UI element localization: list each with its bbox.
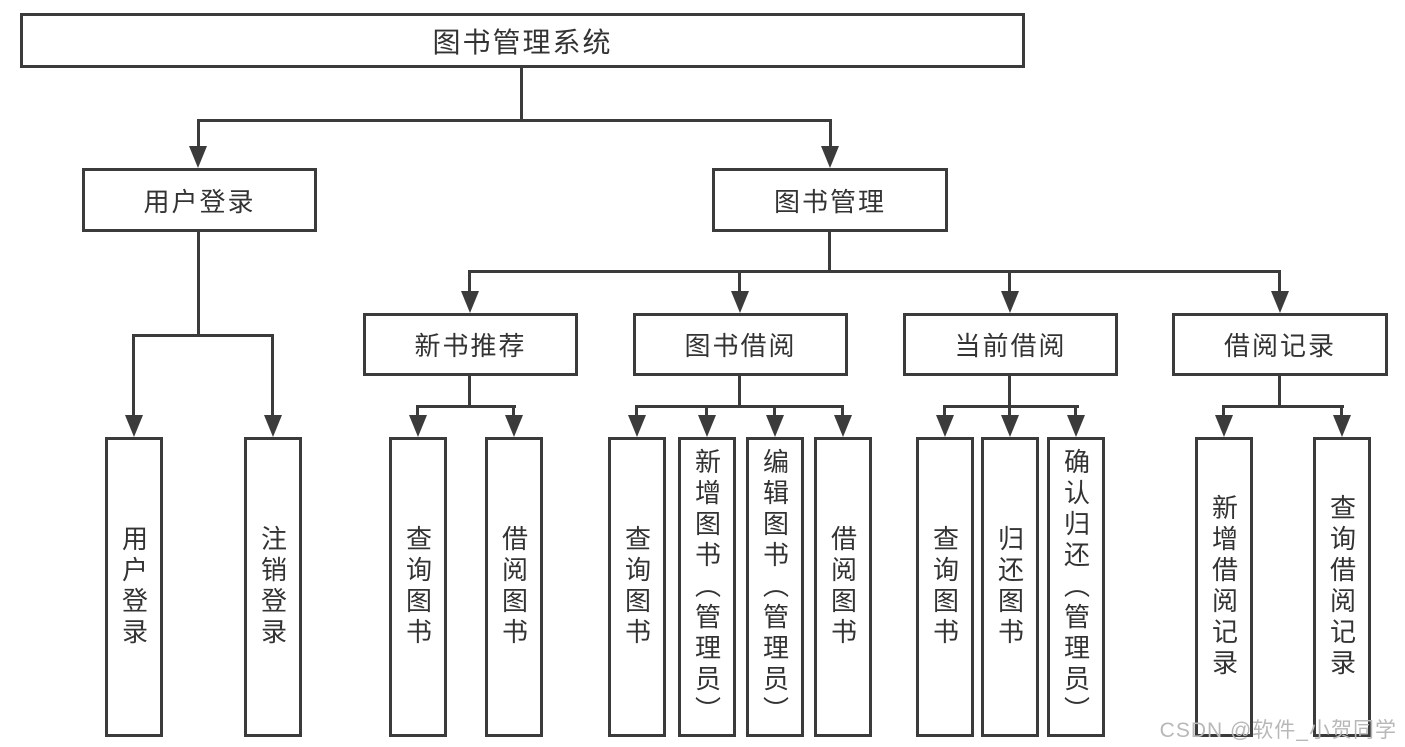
arrowhead-down-icon	[1067, 415, 1085, 437]
arrowhead-down-icon	[461, 291, 479, 313]
leaf-label: 查询图书	[402, 525, 433, 649]
node-label: 新书推荐	[414, 331, 527, 361]
node-label: 当前借阅	[954, 331, 1067, 361]
leaf-logout: 注销登录	[244, 437, 302, 737]
connector-line	[197, 119, 200, 148]
leaf-label: 编辑图书（管理员）	[759, 447, 790, 727]
arrowhead-down-icon	[505, 415, 523, 437]
csdn-watermark: CSDN @软件_小贺同学	[1159, 719, 1397, 742]
connector-line	[841, 405, 844, 416]
node-root: 图书管理系统	[20, 13, 1025, 68]
leaf-label: 新增图书（管理员）	[691, 447, 722, 727]
leaf-add-book-admin: 新增图书（管理员）	[678, 437, 736, 737]
arrowhead-down-icon	[1215, 415, 1233, 437]
leaf-query-books-recommend: 查询图书	[389, 437, 447, 737]
leaf-add-borrow-record: 新增借阅记录	[1195, 437, 1253, 737]
connector-line	[1278, 270, 1281, 291]
connector-line	[1008, 270, 1011, 291]
connector-line	[1222, 405, 1344, 408]
node-label: 图书管理系统	[432, 26, 613, 58]
node-book-management: 图书管理	[712, 168, 948, 232]
leaf-label: 注销登录	[257, 525, 288, 649]
arrowhead-down-icon	[766, 415, 784, 437]
arrowhead-down-icon	[834, 415, 852, 437]
arrowhead-down-icon	[125, 415, 143, 437]
connector-line	[416, 405, 516, 408]
connector-line	[828, 232, 831, 272]
connector-line	[520, 68, 523, 119]
connector-line	[1340, 405, 1343, 416]
connector-line	[132, 334, 274, 337]
node-new-book-recommend: 新书推荐	[363, 313, 578, 376]
connector-line	[773, 405, 776, 416]
node-user-login: 用户登录	[82, 168, 317, 232]
leaf-query-books-borrowing: 查询图书	[608, 437, 666, 737]
leaf-label: 归还图书	[994, 525, 1025, 649]
leaf-query-books-current: 查询图书	[916, 437, 974, 737]
leaf-label: 查询图书	[621, 525, 652, 649]
arrowhead-down-icon	[189, 146, 207, 168]
connector-line	[197, 232, 200, 334]
connector-line	[197, 119, 832, 122]
connector-line	[1222, 405, 1225, 416]
arrowhead-down-icon	[698, 415, 716, 437]
connector-line	[1008, 376, 1011, 407]
node-label: 借阅记录	[1223, 331, 1336, 361]
leaf-label: 查询图书	[929, 525, 960, 649]
leaf-label: 确认归还（管理员）	[1060, 447, 1091, 727]
arrowhead-down-icon	[628, 415, 646, 437]
leaf-confirm-return-admin: 确认归还（管理员）	[1047, 437, 1105, 737]
connector-line	[943, 405, 946, 416]
leaf-label: 新增借阅记录	[1208, 494, 1239, 680]
leaf-return-book: 归还图书	[981, 437, 1039, 737]
arrowhead-down-icon	[1333, 415, 1351, 437]
connector-line	[1074, 405, 1077, 416]
leaf-label: 用户登录	[118, 525, 149, 649]
arrowhead-down-icon	[1001, 415, 1019, 437]
connector-line	[705, 405, 708, 416]
connector-line	[738, 376, 741, 407]
arrowhead-down-icon	[821, 146, 839, 168]
arrowhead-down-icon	[1271, 291, 1289, 313]
connector-line	[271, 334, 274, 415]
arrowhead-down-icon	[936, 415, 954, 437]
connector-line	[635, 405, 638, 416]
connector-line	[468, 270, 1281, 273]
arrowhead-down-icon	[1001, 291, 1019, 313]
arrowhead-down-icon	[731, 291, 749, 313]
leaf-borrow-books-borrowing: 借阅图书	[814, 437, 872, 737]
connector-line	[1008, 405, 1011, 416]
leaf-edit-book-admin: 编辑图书（管理员）	[746, 437, 804, 737]
node-label: 图书借阅	[684, 331, 797, 361]
arrowhead-down-icon	[264, 415, 282, 437]
connector-line	[943, 405, 1079, 408]
node-borrowing-records: 借阅记录	[1172, 313, 1388, 376]
connector-line	[132, 334, 135, 415]
leaf-query-borrow-record: 查询借阅记录	[1313, 437, 1371, 737]
node-label: 用户登录	[143, 186, 256, 217]
connector-line	[416, 405, 419, 416]
leaf-user-login: 用户登录	[105, 437, 163, 737]
node-current-borrowing: 当前借阅	[903, 313, 1118, 376]
leaf-label: 借阅图书	[827, 525, 858, 649]
connector-line	[512, 405, 515, 416]
connector-line	[829, 119, 832, 148]
arrowhead-down-icon	[409, 415, 427, 437]
leaf-label: 借阅图书	[498, 525, 529, 649]
node-label: 图书管理	[773, 186, 886, 217]
leaf-borrow-books-recommend: 借阅图书	[485, 437, 543, 737]
connector-line	[468, 376, 471, 407]
node-book-borrowing: 图书借阅	[633, 313, 848, 376]
connector-line	[1278, 376, 1281, 407]
leaf-label: 查询借阅记录	[1326, 494, 1357, 680]
connector-line	[635, 405, 844, 408]
connector-line	[738, 270, 741, 291]
connector-line	[468, 270, 471, 291]
